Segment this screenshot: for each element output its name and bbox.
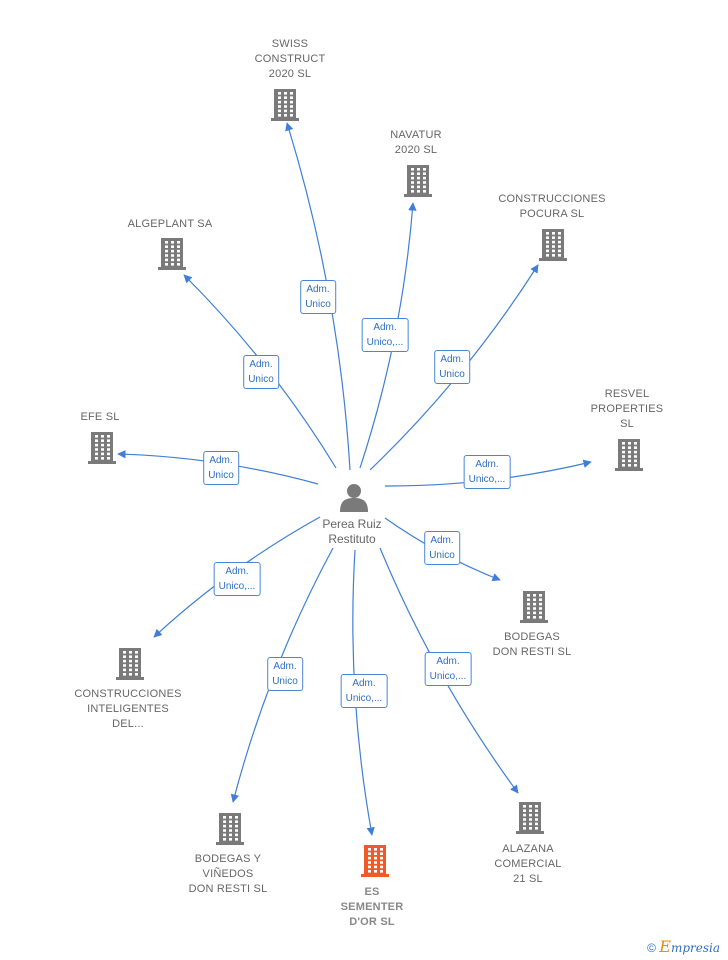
- building-icon[interactable]: [87, 430, 117, 469]
- company-label-efe[interactable]: EFE SL: [80, 411, 120, 423]
- building-icon[interactable]: [403, 163, 433, 202]
- role-badge-swiss[interactable]: Adm. Unico: [300, 280, 336, 314]
- role-badge-algeplant[interactable]: Adm. Unico: [243, 355, 279, 389]
- building-icon[interactable]: [538, 227, 568, 266]
- company-label-pocura[interactable]: CONSTRUCCIONES POCURA SL: [498, 193, 606, 220]
- role-badge-vinedos[interactable]: Adm. Unico: [267, 657, 303, 691]
- building-icon[interactable]: [157, 236, 187, 275]
- person-icon[interactable]: [340, 483, 368, 518]
- company-label-inteligentes[interactable]: CONSTRUCCIONES INTELIGENTES DEL...: [74, 688, 182, 730]
- company-label-navatur[interactable]: NAVATUR 2020 SL: [390, 129, 442, 156]
- company-label-resvel[interactable]: RESVEL PROPERTIES SL: [590, 388, 664, 430]
- role-badge-bodegas_dr[interactable]: Adm. Unico: [424, 531, 460, 565]
- footer-brand: © Empresia: [647, 937, 720, 956]
- role-badge-sementer[interactable]: Adm. Unico,...: [340, 674, 388, 708]
- company-label-bodegas_dr[interactable]: BODEGAS DON RESTI SL: [492, 631, 572, 658]
- company-label-alazana[interactable]: ALAZANA COMERCIAL 21 SL: [494, 843, 562, 885]
- role-badge-navatur[interactable]: Adm. Unico,...: [361, 318, 409, 352]
- company-label-vinedos[interactable]: BODEGAS Y VIÑEDOS DON RESTI SL: [188, 853, 268, 895]
- role-badge-resvel[interactable]: Adm. Unico,...: [463, 455, 511, 489]
- role-badge-pocura[interactable]: Adm. Unico: [434, 350, 470, 384]
- company-label-sementer[interactable]: ES SEMENTER D'OR SL: [340, 886, 404, 928]
- building-icon[interactable]: [360, 843, 390, 882]
- person-name[interactable]: Perea Ruiz Restituto: [322, 517, 382, 546]
- brand-initial: E: [659, 937, 671, 956]
- building-icon[interactable]: [614, 437, 644, 476]
- role-badge-inteligentes[interactable]: Adm. Unico,...: [213, 562, 261, 596]
- role-badge-efe[interactable]: Adm. Unico: [203, 451, 239, 485]
- copyright-symbol: ©: [647, 941, 656, 955]
- brand-name: mpresia: [670, 941, 720, 955]
- building-icon[interactable]: [270, 87, 300, 126]
- company-label-algeplant[interactable]: ALGEPLANT SA: [127, 218, 213, 230]
- building-icon[interactable]: [115, 646, 145, 685]
- company-label-swiss[interactable]: SWISS CONSTRUCT 2020 SL: [254, 38, 326, 80]
- building-icon[interactable]: [515, 800, 545, 839]
- role-badge-alazana[interactable]: Adm. Unico,...: [424, 652, 472, 686]
- building-icon[interactable]: [215, 811, 245, 850]
- building-icon[interactable]: [519, 589, 549, 628]
